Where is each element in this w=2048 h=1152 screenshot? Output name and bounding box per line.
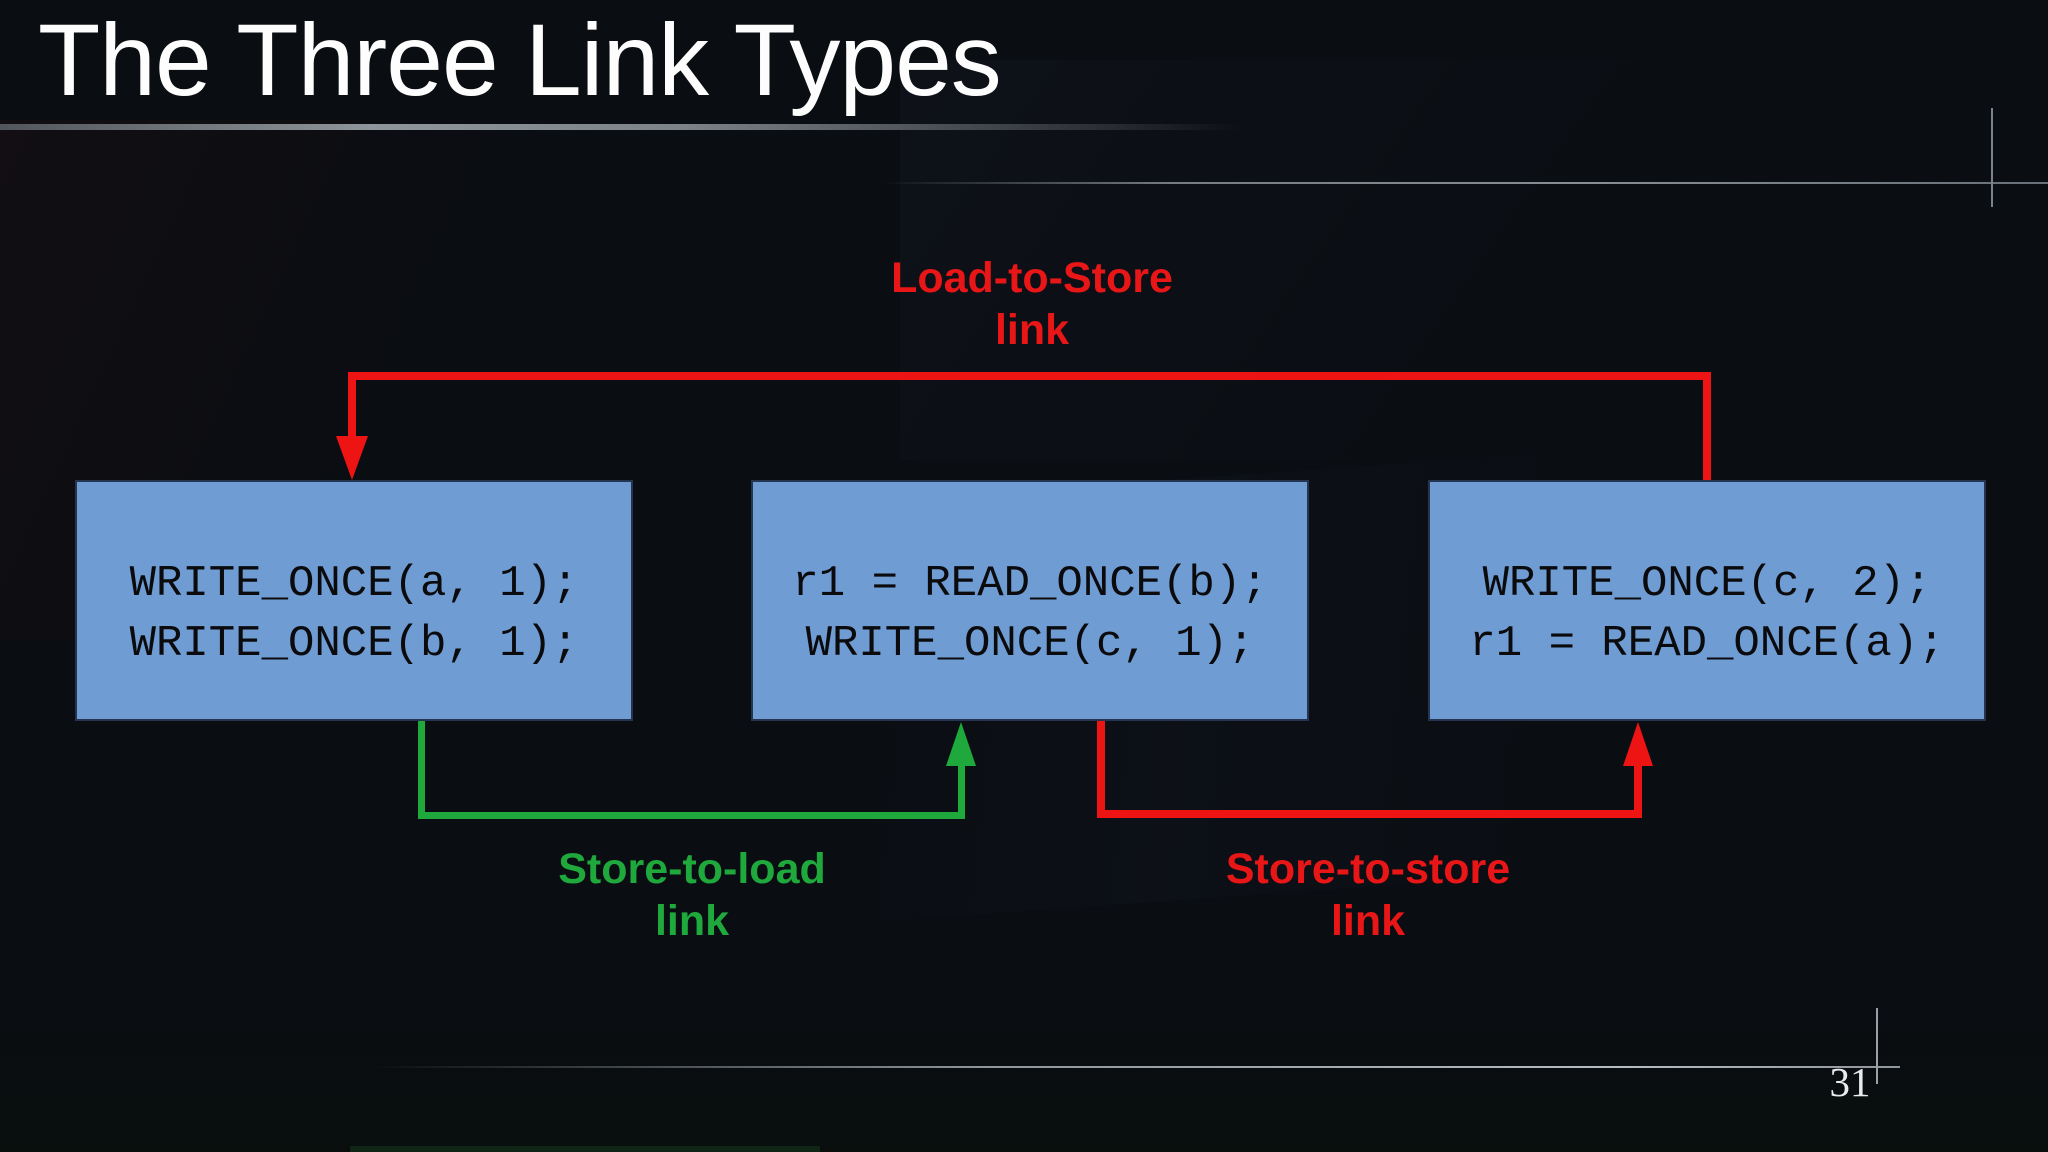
store-to-load-arrowhead	[946, 722, 976, 766]
code-line: WRITE_ONCE(c, 1);	[805, 618, 1255, 669]
code-line: WRITE_ONCE(c, 2);	[1482, 558, 1932, 609]
load-to-store-arrowhead	[336, 436, 368, 480]
slide-title: The Three Link Types	[38, 3, 1002, 117]
store-to-store-arrowhead	[1623, 722, 1653, 766]
store-to-load-link-hline	[418, 812, 965, 819]
load-to-store-link-right-vline	[1703, 372, 1711, 480]
code-line: WRITE_ONCE(a, 1);	[129, 558, 579, 609]
store-to-load-link-right-vline	[958, 764, 965, 819]
bottom-right-horizontal-line	[370, 1066, 1900, 1068]
load-to-store-label-line1: Load-to-Store	[891, 254, 1173, 302]
top-right-horizontal-line	[880, 182, 2048, 184]
title-underline	[0, 124, 1240, 130]
code-line: WRITE_ONCE(b, 1);	[129, 618, 579, 669]
page-number: 31	[1829, 1059, 1871, 1105]
store-to-store-link-left-vline	[1097, 721, 1105, 818]
right-code-box: WRITE_ONCE(c, 2); r1 = READ_ONCE(a);	[1428, 480, 1986, 721]
store-to-store-link-hline	[1097, 810, 1642, 818]
bottom-right-vertical-line	[1876, 1008, 1878, 1084]
middle-code-box: r1 = READ_ONCE(b); WRITE_ONCE(c, 1);	[751, 480, 1309, 721]
store-to-store-label: Store-to-store link	[1168, 843, 1568, 947]
code-line: r1 = READ_ONCE(a);	[1469, 618, 1945, 669]
store-to-load-link-left-vline	[418, 721, 425, 819]
load-to-store-link-hline	[348, 372, 1711, 380]
load-to-store-link-left-vline	[348, 372, 356, 438]
load-to-store-label-line2: link	[994, 306, 1070, 354]
store-to-load-label: Store-to-load link	[492, 843, 892, 947]
store-to-load-label-line1: Store-to-load	[558, 845, 826, 893]
store-to-store-label-line2: link	[1330, 897, 1406, 945]
bottom-edge-strip	[350, 1146, 820, 1152]
store-to-load-label-line2: link	[654, 897, 730, 945]
top-right-vertical-line	[1991, 108, 1993, 207]
code-line: r1 = READ_ONCE(b);	[792, 558, 1268, 609]
left-code-box: WRITE_ONCE(a, 1); WRITE_ONCE(b, 1);	[75, 480, 633, 721]
store-to-store-label-line1: Store-to-store	[1225, 845, 1511, 893]
store-to-store-link-right-vline	[1634, 763, 1642, 818]
load-to-store-label: Load-to-Store link	[832, 252, 1232, 356]
